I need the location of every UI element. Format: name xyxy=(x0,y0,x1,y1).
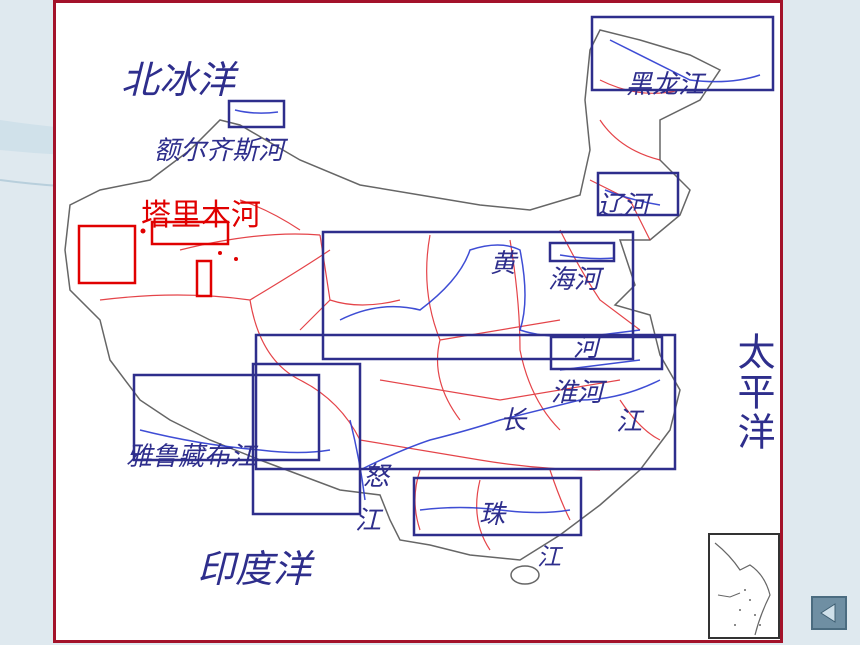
tarim-label: 塔里木河 xyxy=(141,198,261,233)
zhujiang-box xyxy=(412,476,583,537)
pacific-ocean-label: 太平洋 xyxy=(731,332,775,452)
yellow-river-box xyxy=(321,230,635,361)
heilongjiang-label: 黑龙江 xyxy=(626,70,705,100)
tarim-dot-2 xyxy=(218,251,222,255)
liao-line xyxy=(604,189,661,206)
huaihe-label: 淮河 xyxy=(551,378,604,408)
liaohe-label: 辽河 xyxy=(597,191,650,221)
tarim-box-middle xyxy=(150,220,230,246)
yellow-river-label-1: 黄 xyxy=(490,249,517,279)
yangtze-box xyxy=(254,333,677,471)
liaohe-box xyxy=(596,171,680,217)
erqisi-line xyxy=(234,109,279,114)
inset-map xyxy=(714,542,771,636)
erqisi-label: 额尔齐斯河 xyxy=(154,136,285,166)
zhujiang-label-1: 珠 xyxy=(479,500,506,530)
zhujiang-label-2: 江 xyxy=(537,543,561,571)
zhu-line xyxy=(419,506,571,514)
heilong-line xyxy=(609,39,761,83)
yarlung-box xyxy=(132,373,321,462)
yangtze-label-2: 江 xyxy=(616,407,643,437)
huaihe-box xyxy=(549,335,664,371)
back-arrow-icon xyxy=(820,603,836,623)
south-china-sea-inset xyxy=(708,533,780,639)
yangtze-label-1: 长 xyxy=(500,406,527,436)
arctic-ocean-label: 北冰洋 xyxy=(121,58,236,102)
nujiang-box xyxy=(251,362,362,516)
heilongjiang-box xyxy=(590,15,775,92)
erqisi-box xyxy=(227,99,286,129)
yarlung-label: 雅鲁藏布江 xyxy=(126,442,257,472)
tarim-dot-1 xyxy=(140,228,146,234)
hainan-island xyxy=(510,565,540,585)
nujiang-label-2: 江 xyxy=(355,506,382,536)
yellow-river-label-2: 河 xyxy=(573,333,600,363)
nujiang-label-1: 怒 xyxy=(363,462,390,492)
hai-line xyxy=(559,254,616,260)
tarim-box-west xyxy=(77,224,137,285)
back-button[interactable] xyxy=(811,596,847,630)
indian-ocean-label: 印度洋 xyxy=(197,547,312,591)
haihe-label: 海河 xyxy=(548,265,601,295)
yangtze-line xyxy=(359,379,661,471)
tarim-dot-3 xyxy=(234,257,238,261)
haihe-box xyxy=(548,241,616,263)
tarim-box-small xyxy=(195,259,213,298)
